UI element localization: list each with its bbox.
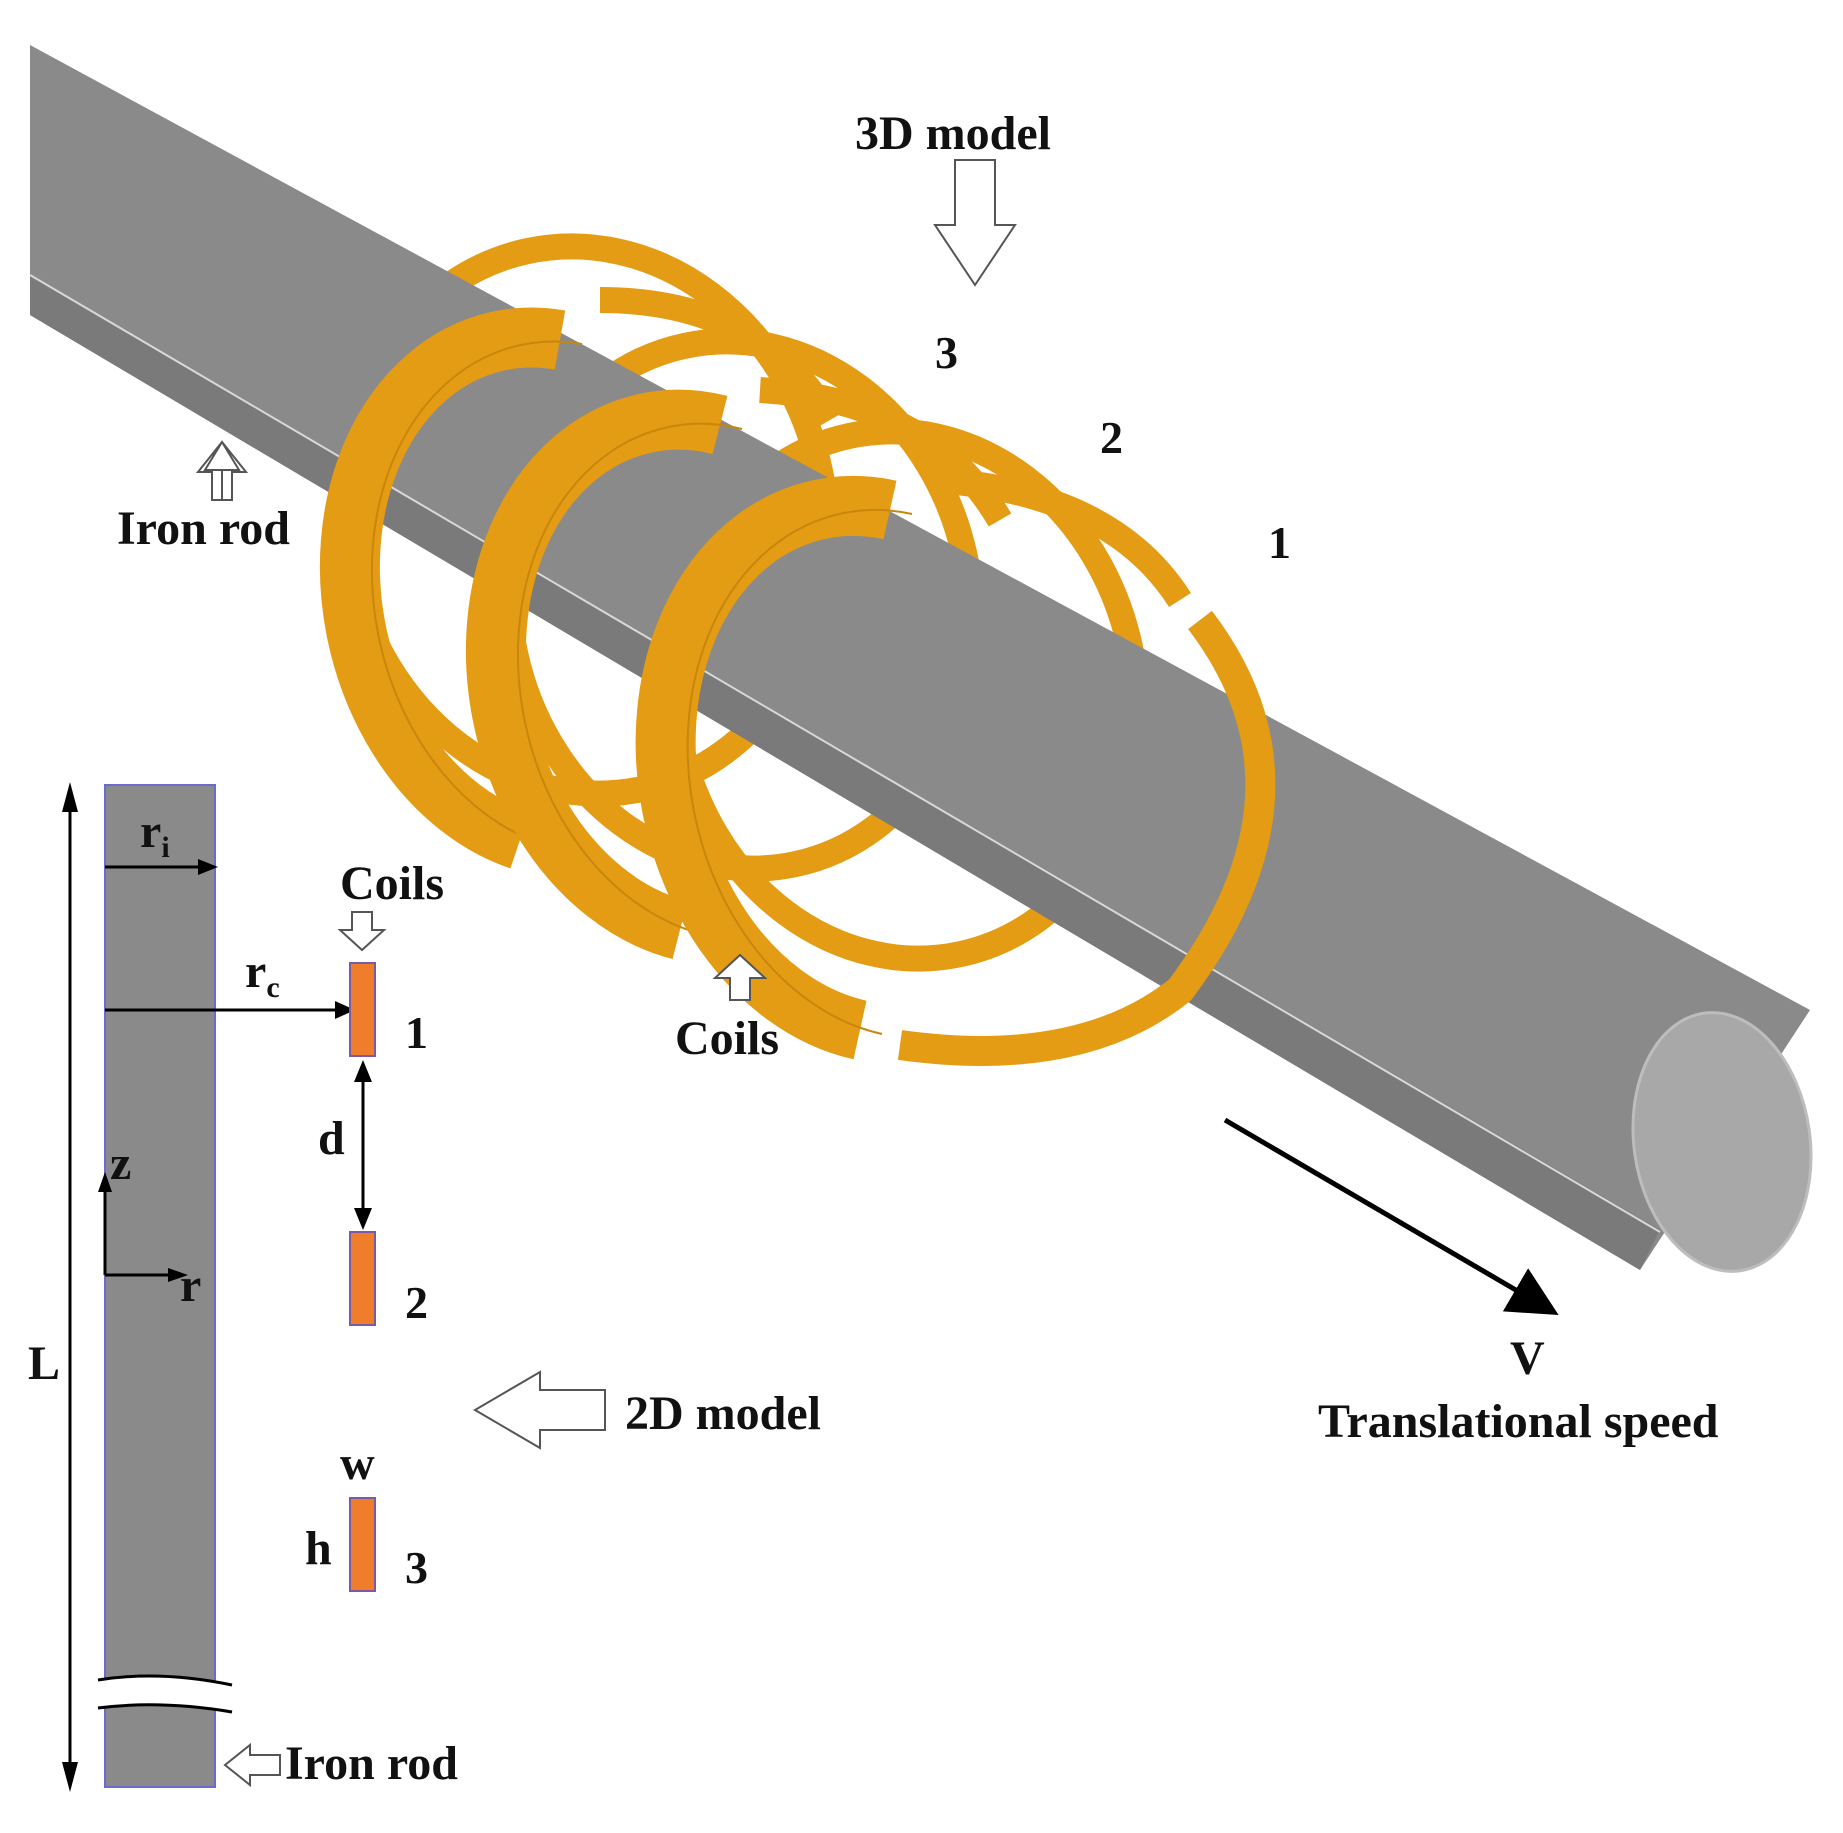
iron-rod-arrow-3d xyxy=(195,440,249,501)
width-label: w xyxy=(340,1437,375,1490)
iron-rod-label-2d: Iron rod xyxy=(285,1737,458,1790)
model-2d xyxy=(62,782,606,1792)
velocity-label: Translational speed xyxy=(1318,1395,1719,1448)
ri-label: ri xyxy=(140,808,170,863)
coil-3-number: 3 xyxy=(935,327,958,378)
rc-subscript: c xyxy=(266,971,280,1004)
gap-label: d xyxy=(318,1112,345,1165)
velocity-arrow xyxy=(1223,1117,1559,1316)
rc-label: rc xyxy=(245,948,280,1003)
velocity-symbol: V xyxy=(1510,1332,1545,1385)
length-label: L xyxy=(28,1337,61,1390)
coils-arrow-2d xyxy=(337,911,387,952)
coil-2-number: 2 xyxy=(1100,412,1123,463)
ri-subscript: i xyxy=(161,831,170,864)
coil-2d-1 xyxy=(349,962,376,1057)
iron-rod-label-3d: Iron rod xyxy=(117,502,290,555)
rod-break xyxy=(98,1676,232,1712)
rod-end-face xyxy=(1631,1011,1813,1273)
3d-model-arrow xyxy=(933,159,1017,287)
rc-base: r xyxy=(245,945,267,998)
iron-rod-arrow-2d xyxy=(223,1742,281,1788)
coils-arrow-3d xyxy=(712,953,768,1001)
2d-model-title: 2D model xyxy=(625,1387,821,1440)
coils-label-3d: Coils xyxy=(675,1012,780,1065)
coil-2d-3 xyxy=(349,1497,376,1592)
coils-label-2d: Coils xyxy=(340,857,445,910)
coil-2d-2 xyxy=(349,1231,376,1326)
iron-rod-2d xyxy=(104,784,216,1788)
height-label: h xyxy=(305,1522,332,1575)
coil-2d-3-number: 3 xyxy=(405,1542,428,1593)
iron-rod-3d xyxy=(29,45,1813,1273)
z-axis-label: z xyxy=(110,1137,132,1190)
3d-model-title: 3D model xyxy=(855,107,1051,160)
coil-2d-2-number: 2 xyxy=(405,1277,428,1328)
coil-1-number: 1 xyxy=(1268,517,1291,568)
ri-base: r xyxy=(140,805,162,858)
model-3d xyxy=(29,45,1813,1316)
2d-model-arrow xyxy=(473,1370,606,1450)
r-axis-label: r xyxy=(180,1259,202,1312)
coil-2d-1-number: 1 xyxy=(405,1007,428,1058)
